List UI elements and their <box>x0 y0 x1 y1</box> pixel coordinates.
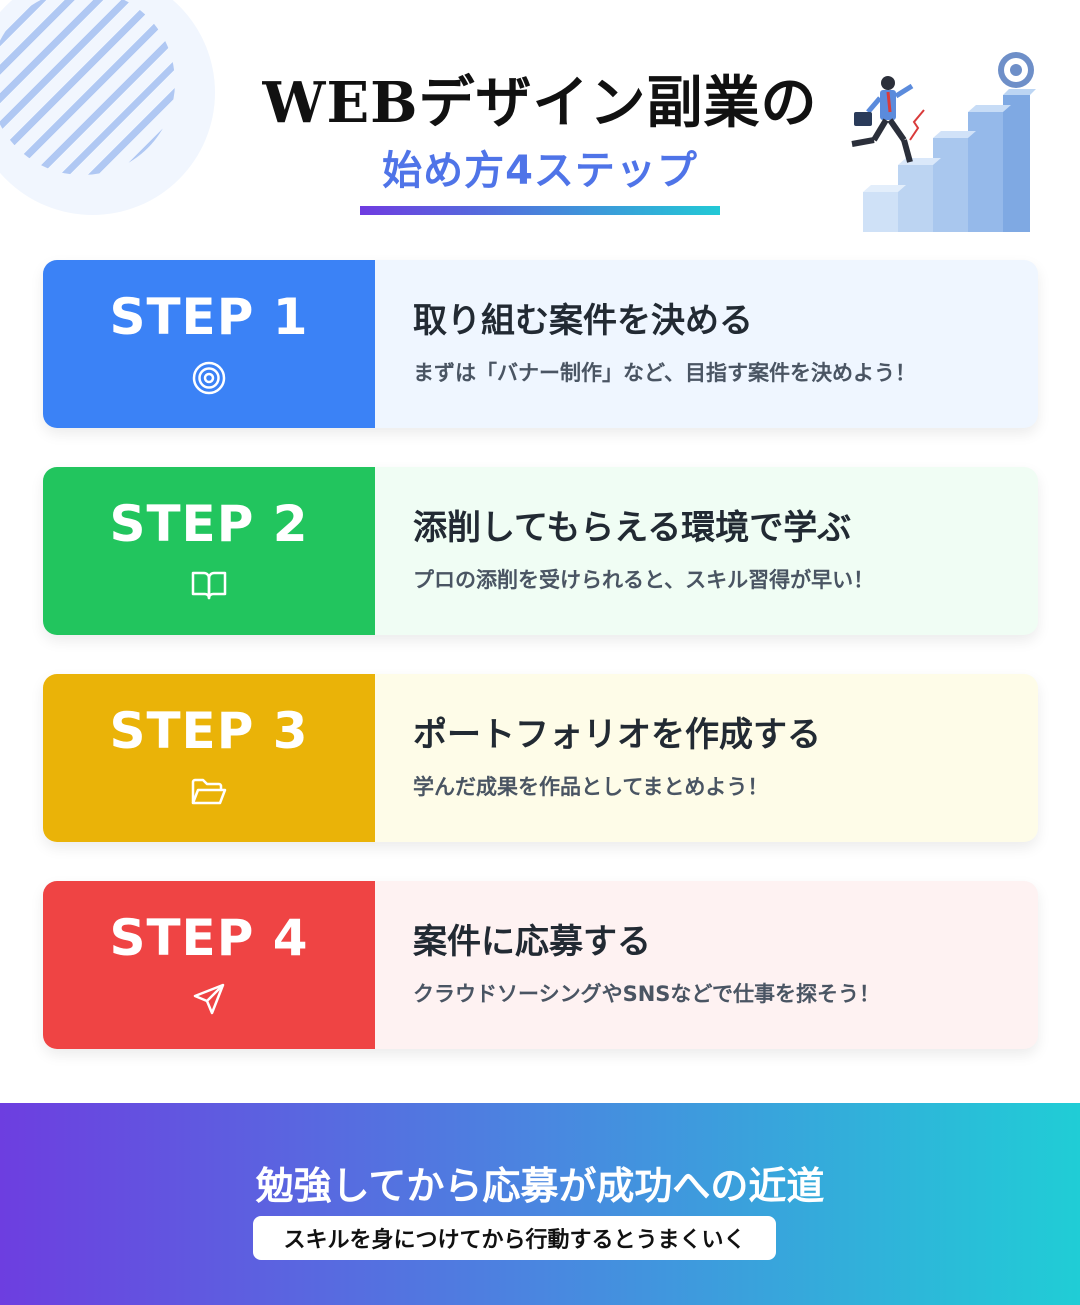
step-label: STEP 2 <box>109 495 309 553</box>
step-label: STEP 1 <box>109 288 309 346</box>
step-content: 取り組む案件を決める まずは「バナー制作」など、目指す案件を決めよう！ <box>375 260 1038 428</box>
page-title: WEBデザイン副業の <box>262 70 818 136</box>
step-card-1: STEP 1 取り組む案件を決める まずは「バナー制作」など、目指す案件を決めよ… <box>43 260 1038 428</box>
step-title: 案件に応募する <box>413 921 651 962</box>
target-icon <box>191 360 227 396</box>
footer-note: スキルを身につけてから行動するとうまくいく <box>253 1216 776 1260</box>
title-underline <box>360 206 720 215</box>
step-description: 学んだ成果を作品としてまとめよう！ <box>413 775 769 800</box>
step-badge: STEP 4 <box>43 881 375 1049</box>
footer-title: 勉強してから応募が成功への近道 <box>255 1164 825 1208</box>
step-label: STEP 3 <box>109 702 309 760</box>
step-badge: STEP 3 <box>43 674 375 842</box>
send-icon <box>191 981 227 1017</box>
step-description: まずは「バナー制作」など、目指す案件を決めよう！ <box>413 361 916 386</box>
step-badge: STEP 1 <box>43 260 375 428</box>
step-title: 取り組む案件を決める <box>413 300 753 341</box>
page-subtitle: 始め方4ステップ <box>382 148 698 194</box>
step-card-2: STEP 2 添削してもらえる環境で学ぶ プロの添削を受けられると、スキル習得が… <box>43 467 1038 635</box>
step-content: ポートフォリオを作成する 学んだ成果を作品としてまとめよう！ <box>375 674 1038 842</box>
step-card-3: STEP 3 ポートフォリオを作成する 学んだ成果を作品としてまとめよう！ <box>43 674 1038 842</box>
folder-icon <box>191 774 227 810</box>
step-description: クラウドソーシングやSNSなどで仕事を探そう！ <box>413 982 880 1007</box>
step-label: STEP 4 <box>109 909 309 967</box>
decorative-stripes <box>0 0 175 175</box>
step-badge: STEP 2 <box>43 467 375 635</box>
step-content: 案件に応募する クラウドソーシングやSNSなどで仕事を探そう！ <box>375 881 1038 1049</box>
book-icon <box>191 567 227 603</box>
step-description: プロの添削を受けられると、スキル習得が早い！ <box>413 568 875 593</box>
footer-banner: 勉強してから応募が成功への近道 スキルを身につけてから行動するとうまくいく <box>0 1103 1080 1305</box>
step-card-4: STEP 4 案件に応募する クラウドソーシングやSNSなどで仕事を探そう！ <box>43 881 1038 1049</box>
step-title: 添削してもらえる環境で学ぶ <box>413 507 852 548</box>
step-title: ポートフォリオを作成する <box>413 714 821 755</box>
step-content: 添削してもらえる環境で学ぶ プロの添削を受けられると、スキル習得が早い！ <box>375 467 1038 635</box>
stairs-businessman-illustration <box>851 52 1036 232</box>
